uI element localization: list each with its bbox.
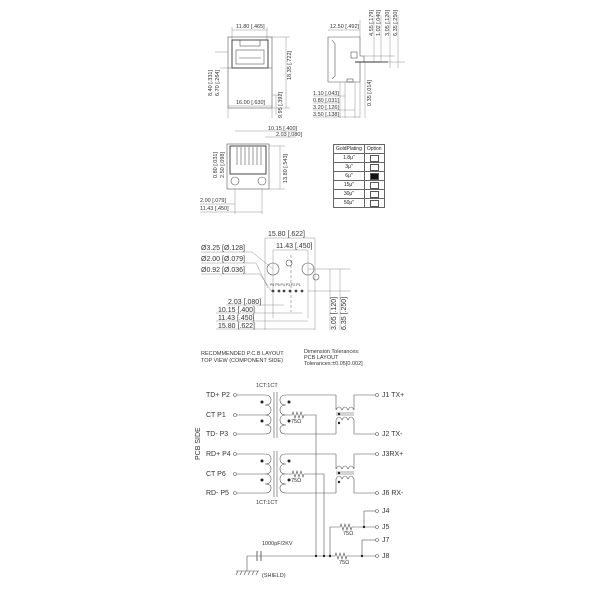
- callout-hole-3: Ø0.92 [Ø.036]: [201, 267, 245, 274]
- dim-side-bottom-4: 3.50 [.138]: [313, 112, 339, 118]
- pin-rd-plus: RD+ P4: [206, 451, 231, 458]
- plating-value: 15μ": [333, 180, 365, 190]
- dim-width-top: 11.80 [.465]: [236, 24, 265, 30]
- schematic: 1CT:1CT 1CT:1CT PCB SIDE TD+ P2 CT P1 TD…: [195, 383, 404, 579]
- tolerances: Dimension Tolerances: PCB LAYOUT Toleran…: [304, 349, 363, 367]
- tolerance-line-3: Tolerances:±0.05[0.002]: [304, 361, 363, 367]
- header-option: Option: [363, 144, 385, 154]
- header-gold-plating: GoldPlating: [333, 144, 365, 154]
- dim-left-1: 8.40 [.331]: [208, 70, 214, 96]
- dim-pcb-bottom-2: 10.15 [.400]: [218, 307, 255, 314]
- dim-left-2: 6.70 [.264]: [215, 70, 221, 96]
- dim-pcb-top-2: 11.43 [.450]: [276, 243, 313, 250]
- dim-width-bottom: 16.00 [.630]: [236, 100, 266, 106]
- dim-side-right-2: 1.02 [.040]: [376, 10, 382, 36]
- resistor-label-4: 75Ω: [339, 560, 349, 566]
- plating-value: 3μ": [333, 162, 365, 172]
- resistor-label-1: 75Ω: [291, 419, 301, 425]
- pin-ct-1: CT P1: [206, 412, 226, 419]
- dim-height-right: 18.35 [.722]: [287, 50, 293, 80]
- pin-j3: J3RX+: [382, 451, 403, 458]
- ratio-top: 1CT:1CT: [256, 383, 278, 389]
- gold-plating-table: GoldPlating Option 1.8μ" 3μ" 6μ" 15μ" 30…: [333, 144, 385, 208]
- plating-row: 1.8μ": [333, 153, 385, 163]
- option-checkbox[interactable]: [369, 154, 379, 162]
- dim-side-bottom-2: 0.80 [.031]: [313, 98, 339, 104]
- plating-value: 1.8μ": [333, 153, 365, 163]
- dim-pcb-right-1: 3.05 [.120]: [331, 297, 338, 330]
- pin-rd-minus: RD- P5: [206, 490, 229, 497]
- dim-pcb-bottom-4: 15.80 [.622]: [218, 323, 255, 330]
- side-view: 12.50 [.492] 4.55 [.179] 1.02 [.040] 3.0…: [313, 10, 405, 118]
- dim-bottom-top-1: 10.15 [.400]: [268, 126, 298, 132]
- dim-side-bottom-3: 3.20 [.126]: [313, 105, 339, 111]
- pcb-layout: 15.80 [.622] 11.43 [.450] P6 P5 P4 P3 P2…: [201, 231, 350, 364]
- pin-td-plus: TD+ P2: [206, 392, 230, 399]
- plating-row: 30μ": [333, 189, 385, 199]
- dim-bottom-bottom-1: 2.00 [.079]: [200, 198, 226, 204]
- option-checkbox[interactable]: [369, 181, 379, 189]
- plating-row: 50μ": [333, 198, 385, 208]
- plating-row: 6μ": [333, 171, 385, 181]
- dim-side-bottom-1: 1.10 [.043]: [313, 91, 339, 97]
- tolerance-line-1: Dimension Tolerances:: [304, 349, 360, 355]
- option-checkbox-selected[interactable]: [369, 172, 379, 180]
- option-checkbox[interactable]: [369, 190, 379, 198]
- shield-label: (SHIELD): [262, 573, 286, 579]
- pin-j4: J4: [382, 508, 390, 515]
- dim-bottom-left-1: 0.80 [.031]: [213, 152, 219, 178]
- capacitor-label: 1000pF/2KV: [262, 541, 293, 547]
- dim-side-right-1: 4.55 [.179]: [369, 10, 375, 36]
- dim-bottom-right: 13.80 [.543]: [283, 153, 289, 183]
- pin-j7: J7: [382, 537, 390, 544]
- dim-depth-top: 12.50 [.492]: [330, 24, 360, 30]
- callout-hole-2: Ø2.00 [Ø.079]: [201, 256, 245, 263]
- dim-bottom-bottom-2: 11.43 [.450]: [200, 206, 229, 212]
- pin-ct-6: CT P6: [206, 471, 226, 478]
- ratio-bottom: 1CT:1CT: [256, 500, 278, 506]
- plating-value: 6μ": [333, 171, 365, 181]
- tolerance-line-2: PCB LAYOUT: [304, 355, 339, 361]
- pin-j8: J8: [382, 553, 390, 560]
- dim-pcb-right-2: 6.35 [.250]: [341, 297, 348, 330]
- plating-value: 50μ": [333, 198, 365, 208]
- dim-bottom-right: 9.95 [.392]: [278, 92, 284, 118]
- resistor-label-2: 75Ω: [291, 478, 301, 484]
- pin-labels: P6 P5 P4 P3 P2 P1: [270, 283, 301, 287]
- dim-pcb-top-1: 15.80 [.622]: [268, 231, 305, 238]
- dim-side-right-4: 6.35 [.250]: [393, 10, 399, 36]
- pin-td-minus: TD- P3: [206, 431, 228, 438]
- option-checkbox[interactable]: [369, 163, 379, 171]
- bottom-view: 10.15 [.400] 2.03 [.080] 13.80 [.543] 0.…: [200, 126, 302, 214]
- plating-row: 15μ": [333, 180, 385, 190]
- dim-pcb-bottom-1: 2.03 [.080]: [228, 299, 261, 306]
- pcb-side-label: PCB SIDE: [195, 427, 202, 460]
- pcb-caption-2: TOP VIEW (COMPONENT SIDE): [201, 358, 283, 364]
- resistor-label-3: 75Ω: [343, 531, 353, 537]
- dim-side-right-3: 3.05 [.120]: [385, 10, 391, 36]
- pin-j1: J1 TX+: [382, 392, 404, 399]
- option-checkbox[interactable]: [369, 199, 379, 207]
- dim-bottom-top-2: 2.03 [.080]: [276, 132, 302, 138]
- front-view: 11.80 [.465] 18.35 [.722] 16.00 [.630] 8…: [208, 24, 293, 118]
- plating-value: 30μ": [333, 189, 365, 199]
- dim-lead: 0.35 [.014]: [367, 80, 373, 106]
- pin-j2: J2 TX-: [382, 431, 403, 438]
- plating-row: 3μ": [333, 162, 385, 172]
- callout-hole-1: Ø3.25 [Ø.128]: [201, 245, 245, 252]
- dim-pcb-bottom-3: 11.43 [.450]: [218, 315, 255, 322]
- dim-bottom-left-2: 2.50 [.098]: [220, 152, 226, 178]
- pin-j6: J6 RX-: [382, 490, 404, 497]
- pin-j5: J5: [382, 524, 390, 531]
- pcb-caption-1: RECOMMENDED P.C.B LAYOUT: [201, 351, 284, 357]
